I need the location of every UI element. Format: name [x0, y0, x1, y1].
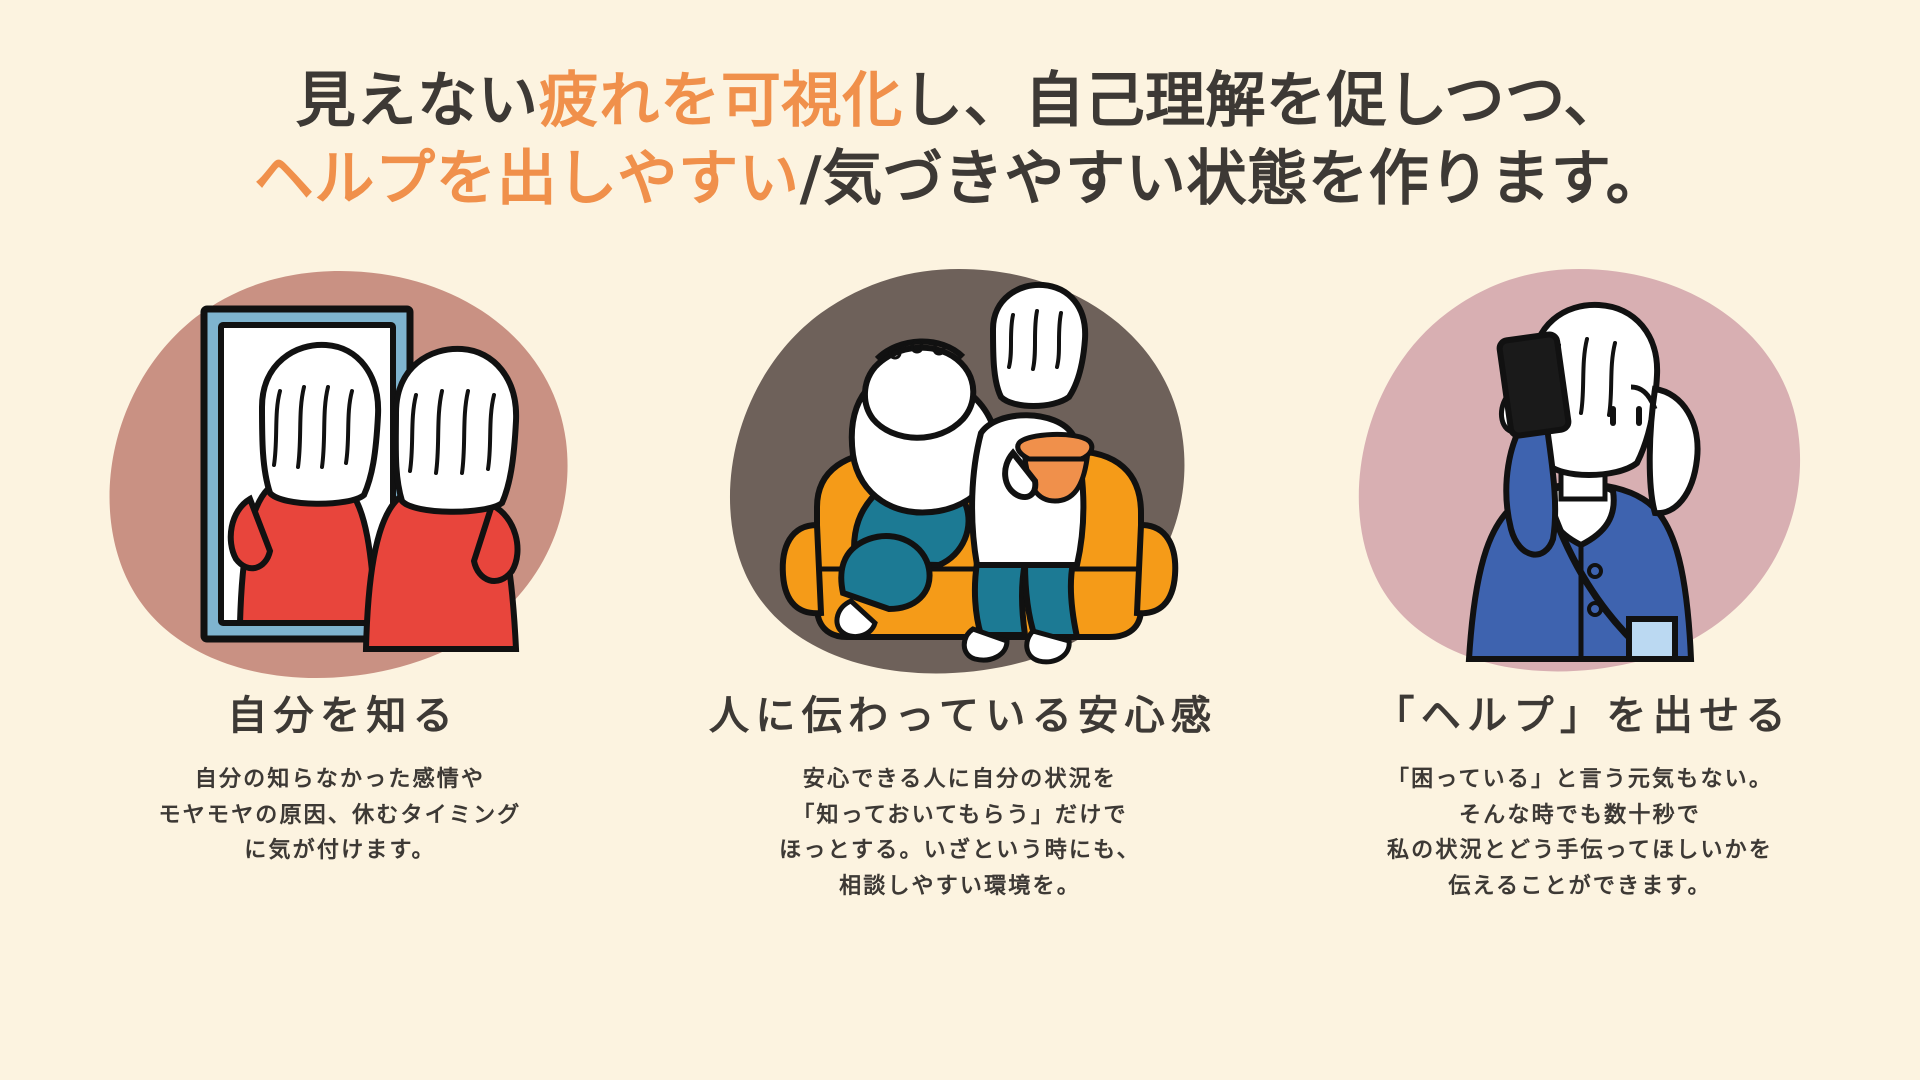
card-body-line: そんな時でも数十秒で: [1458, 802, 1701, 828]
card-body-line: モヤモヤの原因、休むタイミング: [158, 802, 522, 828]
card-title-know-yourself: 自分を知る: [227, 693, 460, 739]
headline-seg-2: 疲れを可視化: [538, 66, 903, 136]
card-peace-of-mind: 人に伝わっている安心感 安心できる人に自分の状況を 「知っておいてもらう」だけで…: [650, 258, 1270, 905]
card-body-peace-of-mind: 安心できる人に自分の状況を 「知っておいてもらう」だけで ほっとする。いざという…: [779, 762, 1141, 905]
card-know-yourself: 自分を知る 自分の知らなかった感情や モヤモヤの原因、休むタイミング に気が付け…: [30, 258, 650, 869]
card-body-know-yourself: 自分の知らなかった感情や モヤモヤの原因、休むタイミング に気が付けます。: [158, 762, 521, 869]
card-body-line: 「困っている」と言う元気もない。: [1386, 767, 1774, 792]
mirror-illustration-svg: [109, 271, 568, 679]
card-body-line: 自分の知らなかった感情や: [194, 767, 486, 792]
card-body-line: ほっとする。いざという時にも、: [779, 838, 1141, 864]
feature-cards: 自分を知る 自分の知らなかった感情や モヤモヤの原因、休むタイミング に気が付け…: [0, 258, 1920, 905]
card-title-ask-for-help: 「ヘルプ」を出せる: [1374, 693, 1792, 739]
card-ask-for-help: 「ヘルプ」を出せる 「困っている」と言う元気もない。 そんな時でも数十秒で 私の…: [1270, 258, 1890, 905]
card-body-line: 私の状況とどう手伝ってほしいかを: [1386, 838, 1774, 864]
headline-line-1: 見えない疲れを可視化し、自己理解を促しつつ、: [254, 62, 1667, 140]
person-sitting: [961, 281, 1095, 665]
person-lying: [834, 338, 1001, 640]
illustration-two-people-relaxing-on-sofa: [680, 258, 1240, 688]
illustration-woman-looking-in-mirror: [60, 258, 620, 688]
person-with-phone: [1465, 301, 1701, 662]
headline-seg-4: 自己理解: [1024, 66, 1266, 136]
headline-seg-5: を促しつつ、: [1265, 66, 1625, 136]
card-body-line: 伝えることができます。: [1448, 873, 1712, 899]
headline-seg-7: /気づきやすい状態を作ります。: [799, 144, 1667, 214]
headline-seg-6: ヘルプを出しやすい: [253, 144, 800, 214]
card-body-line: 「知っておいてもらう」だけで: [792, 802, 1128, 828]
headline-seg-3: し、: [902, 66, 1025, 136]
card-body-line: 安心できる人に自分の状況を: [802, 767, 1118, 792]
card-title-peace-of-mind: 人に伝わっている安心感: [708, 693, 1218, 739]
phone-illustration-svg: [1358, 269, 1801, 672]
smartphone-icon: [1496, 331, 1572, 439]
card-body-line: に気が付けます。: [244, 838, 436, 864]
sofa-illustration-svg: [729, 269, 1185, 674]
mirror-reflection-figure: [227, 341, 382, 626]
card-body-ask-for-help: 「困っている」と言う元気もない。 そんな時でも数十秒で 私の状況とどう手伝ってほ…: [1387, 762, 1773, 905]
headline-line-2: ヘルプを出しやすい/気づきやすい状態を作ります。: [254, 140, 1667, 218]
card-body-line: 相談しやすい環境を。: [839, 873, 1081, 899]
foreground-figure: [362, 345, 521, 652]
page-title: 見えない疲れを可視化し、自己理解を促しつつ、 ヘルプを出しやすい/気づきやすい状…: [254, 62, 1667, 218]
headline-seg-1: 見えない: [295, 66, 539, 136]
illustration-woman-using-smartphone: [1300, 258, 1860, 688]
